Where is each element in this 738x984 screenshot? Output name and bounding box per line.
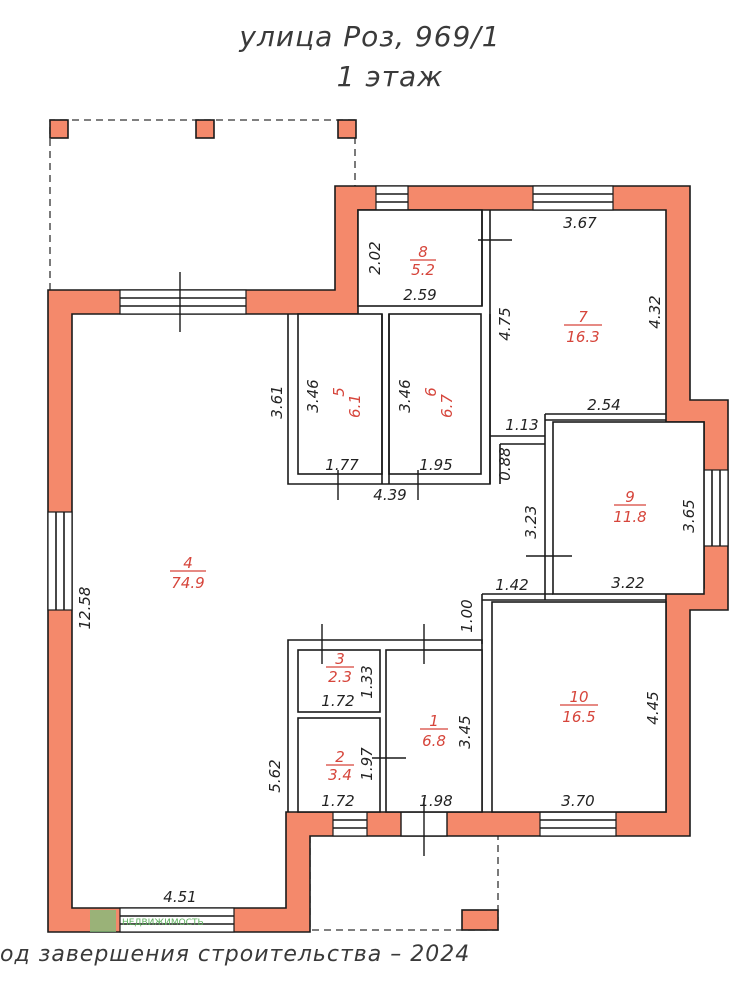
room-6-outline [388, 313, 482, 475]
svg-text:7: 7 [578, 308, 588, 326]
dim-label: 1.98 [419, 792, 452, 810]
dim-label: 3.22 [611, 574, 644, 592]
svg-text:6.1: 6.1 [346, 394, 364, 418]
svg-text:11.8: 11.8 [613, 508, 646, 526]
svg-text:5.2: 5.2 [411, 261, 435, 279]
svg-text:16.5: 16.5 [562, 708, 595, 726]
dim-label: 1.72 [321, 792, 354, 810]
terrace-post [337, 119, 357, 139]
room-2-label: 2 3.4 [326, 748, 354, 784]
svg-text:2: 2 [335, 748, 345, 766]
svg-text:4: 4 [183, 554, 193, 572]
dim-label: 2.02 [366, 241, 384, 274]
svg-text:5: 5 [330, 387, 348, 397]
dim-label: 5.62 [266, 759, 284, 792]
svg-text:3.4: 3.4 [328, 766, 352, 784]
svg-text:9: 9 [625, 488, 635, 506]
plan-floor-label: 1 этаж [336, 60, 444, 93]
terrace-outline [49, 119, 357, 290]
dim-label: 4.45 [644, 691, 662, 724]
room-8-label: 8 5.2 [410, 243, 436, 279]
svg-text:6.7: 6.7 [438, 394, 456, 418]
room-3-outline [297, 649, 381, 713]
dim-label: 1.00 [458, 599, 476, 632]
terrace-post [49, 119, 69, 139]
room-5-outline [297, 313, 383, 475]
window [119, 907, 235, 933]
dim-label: 3.46 [304, 379, 322, 412]
dim-label: 1.42 [495, 576, 528, 594]
dim-label: 3.45 [456, 715, 474, 748]
room-10-outline [491, 601, 667, 813]
svg-text:16.3: 16.3 [566, 328, 599, 346]
dim-label: 3.70 [561, 792, 594, 810]
room-1-outline [385, 649, 483, 813]
dim-label: 4.39 [373, 486, 406, 504]
dim-label: 3.61 [268, 385, 286, 418]
svg-text:2.3: 2.3 [328, 668, 352, 686]
dim-label: 3.46 [396, 379, 414, 412]
dim-label: 3.65 [680, 499, 698, 532]
room-9-label: 9 11.8 [613, 488, 646, 526]
terrace-post [195, 119, 215, 139]
windows [47, 185, 729, 933]
dim-label: 1.13 [505, 416, 538, 434]
svg-text:6.8: 6.8 [422, 732, 446, 750]
dim-label: 1.97 [358, 747, 376, 781]
dim-label: 4.75 [496, 307, 514, 340]
svg-text:3: 3 [335, 650, 345, 668]
partitions [287, 209, 705, 813]
room-5-label: 5 6.1 [330, 387, 364, 418]
room-9-outline [552, 421, 705, 595]
porch-post [461, 909, 499, 931]
watermark: НЕДВИЖИМОСТЬ [90, 910, 204, 932]
dim-label: 3.23 [522, 505, 540, 538]
svg-text:74.9: 74.9 [171, 574, 204, 592]
porch-outline [309, 836, 499, 931]
room-10-label: 10 16.5 [560, 688, 598, 726]
dim-label: 4.51 [163, 888, 196, 906]
svg-text:НЕДВИЖИМОСТЬ: НЕДВИЖИМОСТЬ [122, 918, 204, 928]
svg-text:8: 8 [418, 243, 428, 261]
dim-label: 1.33 [358, 665, 376, 698]
plan-address: улица Роз, 969/1 [239, 20, 501, 53]
dim-label: 1.77 [325, 456, 359, 474]
window [539, 811, 617, 837]
window [332, 811, 368, 837]
door-markers [179, 239, 572, 856]
watermark-logo-icon [90, 910, 116, 932]
window [375, 185, 409, 211]
window [532, 185, 614, 211]
window [119, 289, 247, 315]
room-1-label: 1 6.8 [420, 712, 448, 750]
room-4-label: 4 74.9 [170, 554, 206, 592]
svg-text:1: 1 [429, 712, 439, 730]
room-3-label: 3 2.3 [326, 650, 354, 686]
dim-label: 12.58 [76, 587, 94, 630]
window [47, 511, 73, 611]
dim-label: 4.32 [646, 295, 664, 328]
dim-label: 2.54 [587, 396, 620, 414]
dim-label: 3.67 [563, 214, 597, 232]
dim-label: 2.59 [403, 286, 436, 304]
dimension-labels: 2.02 2.59 3.67 4.32 4.75 3.61 3.46 3.4 6 … [76, 214, 698, 906]
svg-text:6: 6 [422, 387, 440, 397]
dim-label: 1.95 [419, 456, 452, 474]
room-6-label: 6 6.7 [422, 387, 456, 418]
room-labels: 8 5.2 7 16.3 5 6.1 6 6.7 9 11.8 4 74.9 3 [170, 243, 647, 784]
room-7-label: 7 16.3 [564, 308, 602, 346]
svg-text:10: 10 [569, 688, 588, 706]
dim-label: 1.72 [321, 692, 354, 710]
window [703, 469, 729, 547]
completion-year-note: од завершения строительства – 2024 [0, 942, 471, 967]
dim-label: 0.88 [496, 447, 514, 480]
